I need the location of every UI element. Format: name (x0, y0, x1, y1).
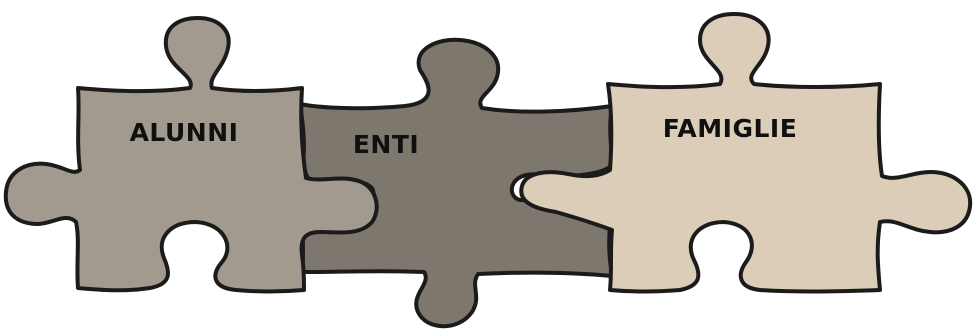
piece-enti-label: ENTI (353, 130, 419, 159)
piece-alunni-label: ALUNNI (130, 118, 239, 147)
piece-famiglie-label: FAMIGLIE (663, 114, 798, 143)
